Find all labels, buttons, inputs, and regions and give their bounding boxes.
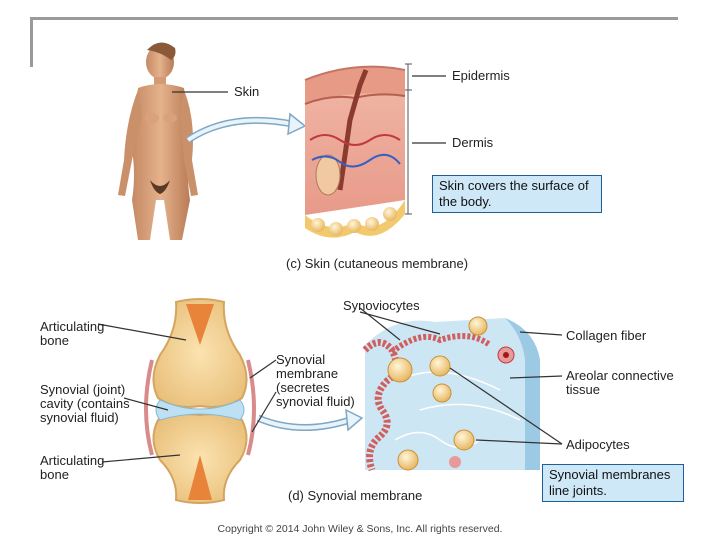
synovial-tissue (362, 316, 540, 472)
slide-frame-left (30, 17, 33, 67)
slide-frame-top (30, 17, 678, 20)
human-figure (118, 42, 198, 240)
label-articulating-bone-top: Articulating bone (40, 319, 105, 348)
label-adipocytes: Adipocytes (566, 437, 630, 452)
label-skin: Skin (234, 84, 260, 99)
caption-skin: (c) Skin (cutaneous membrane) (286, 256, 469, 271)
label-synoviocytes: Synoviocytes (343, 298, 420, 313)
articulating-bottom-leader (101, 454, 181, 463)
label-dermis: Dermis (452, 135, 494, 150)
adipocytes-leader-b (475, 439, 563, 445)
cavity-leader (123, 397, 169, 411)
skin-cross-section (304, 65, 406, 238)
synovial-callout: Synovial membranes line joints. (542, 464, 684, 502)
label-articulating-bone-bottom: Articulating bone (40, 453, 105, 482)
label-epidermis: Epidermis (452, 68, 510, 83)
skin-callout: Skin covers the surface of the body. (432, 175, 602, 213)
copyright-notice: Copyright © 2014 John Wiley & Sons, Inc.… (217, 523, 503, 535)
collagen-leader (519, 331, 563, 336)
caption-synovial: (d) Synovial membrane (288, 488, 423, 503)
articulating-top-leader (97, 323, 187, 341)
label-collagen-fiber: Collagen fiber (566, 328, 647, 343)
synovial-joint (144, 298, 256, 504)
synoviocytes-leader-b (359, 311, 441, 335)
areolar-leader (509, 375, 563, 379)
membrane-leader-a (249, 359, 277, 379)
label-synovial-cavity: Synovial (joint) cavity (contains synovi… (40, 382, 130, 425)
label-synovial-membrane: Synovial membrane (secretes synovial flu… (276, 352, 355, 409)
membrane-leader-b (251, 391, 277, 433)
label-areolar-tissue: Areolar connective tissue (566, 368, 674, 397)
adipocytes-leader-a (449, 367, 563, 445)
